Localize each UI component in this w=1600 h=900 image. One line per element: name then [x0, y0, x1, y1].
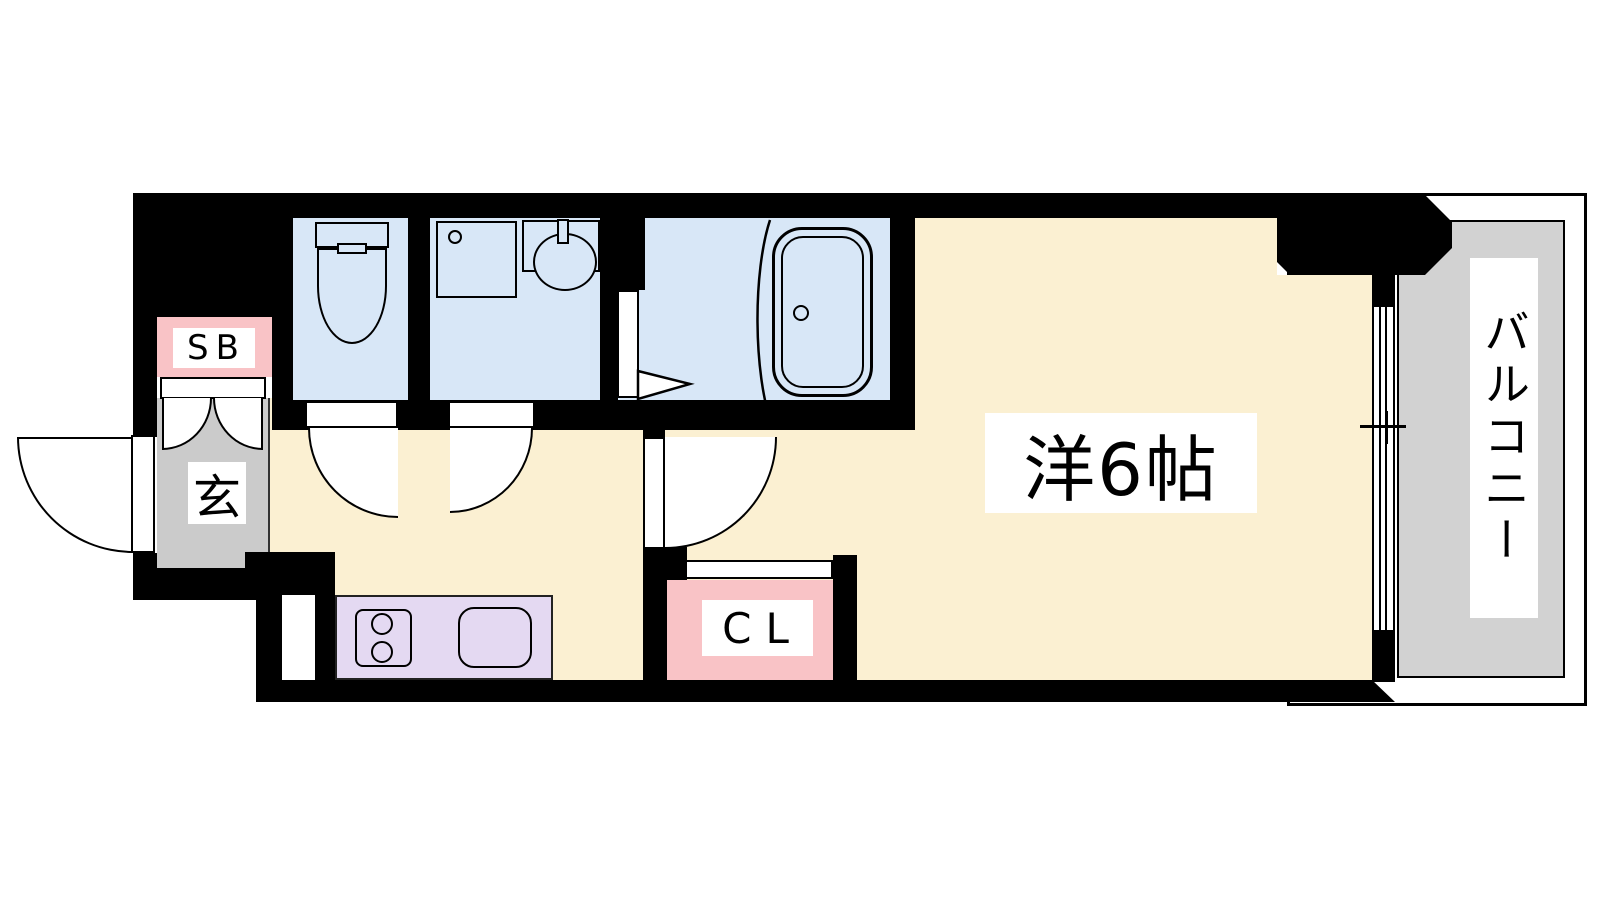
stove-burner [371, 613, 393, 635]
toilet-panel [337, 243, 367, 254]
balcony-label-text: バルコニー [1477, 308, 1531, 568]
shoe-box-label-text: SB [187, 328, 246, 368]
kitchen-sink [458, 607, 532, 668]
window-stub-top [1372, 275, 1395, 307]
main-room-door-leaf [643, 437, 665, 549]
main-room-floor [1277, 275, 1372, 682]
folding-bath-door-arrow [636, 369, 695, 401]
stove-two-burner [355, 609, 412, 667]
washing-machine-drain [448, 230, 462, 244]
entrance-label-text: 玄 [192, 470, 241, 526]
washbasin-faucet [557, 219, 569, 244]
entrance-door-leaf [131, 435, 155, 553]
wall-door-stub [643, 425, 665, 437]
bathtub-outer [772, 227, 873, 397]
wall-bottom [256, 680, 1395, 702]
stove-burner [371, 641, 393, 663]
sliding-window [1372, 307, 1395, 630]
sliding-window-track [1379, 307, 1381, 630]
shoe-box-label: SB [173, 328, 255, 368]
wall-bath-corner [600, 215, 645, 290]
window-stub-bottom [1372, 630, 1395, 682]
balcony-label: バルコニー [1470, 258, 1538, 618]
closet-door-board [685, 560, 833, 579]
wall-top [133, 193, 1290, 218]
wall-shaft-top [245, 552, 335, 595]
washroom-door-leaf [448, 401, 535, 428]
folding-door-triangle [636, 369, 695, 401]
wall-closet-left [643, 549, 667, 682]
wall-closet-right [833, 555, 857, 682]
wall-top-left-block [133, 193, 293, 320]
toilet-door-leaf [305, 401, 398, 428]
wall-toilet-left [272, 317, 293, 403]
bathtub-inner [781, 236, 864, 388]
main-room-label-text: 洋6帖 [1023, 427, 1219, 512]
window-center-mark [1385, 411, 1388, 444]
bath-apron-curve-line [756, 219, 774, 427]
wall-shaft-right [315, 593, 335, 685]
main-room-label: 洋6帖 [985, 413, 1257, 513]
entrance-door-arc [17, 437, 133, 553]
shoe-box-board [160, 377, 266, 399]
bathtub-drain [793, 305, 809, 321]
window-center-mark [1360, 425, 1406, 428]
entrance-label: 玄 [188, 462, 246, 526]
corner-pillar [1277, 195, 1452, 275]
folding-bath-door [617, 290, 639, 398]
pipe-shaft [282, 595, 315, 680]
closet-label: CL [702, 600, 813, 656]
wall-left-upper [133, 320, 157, 437]
sliding-window-track [1385, 307, 1387, 630]
closet-label-text: CL [722, 603, 803, 653]
wall-bath-right [890, 215, 915, 430]
washing-machine-pan [436, 221, 517, 298]
wall-toilet-washroom [408, 215, 430, 403]
